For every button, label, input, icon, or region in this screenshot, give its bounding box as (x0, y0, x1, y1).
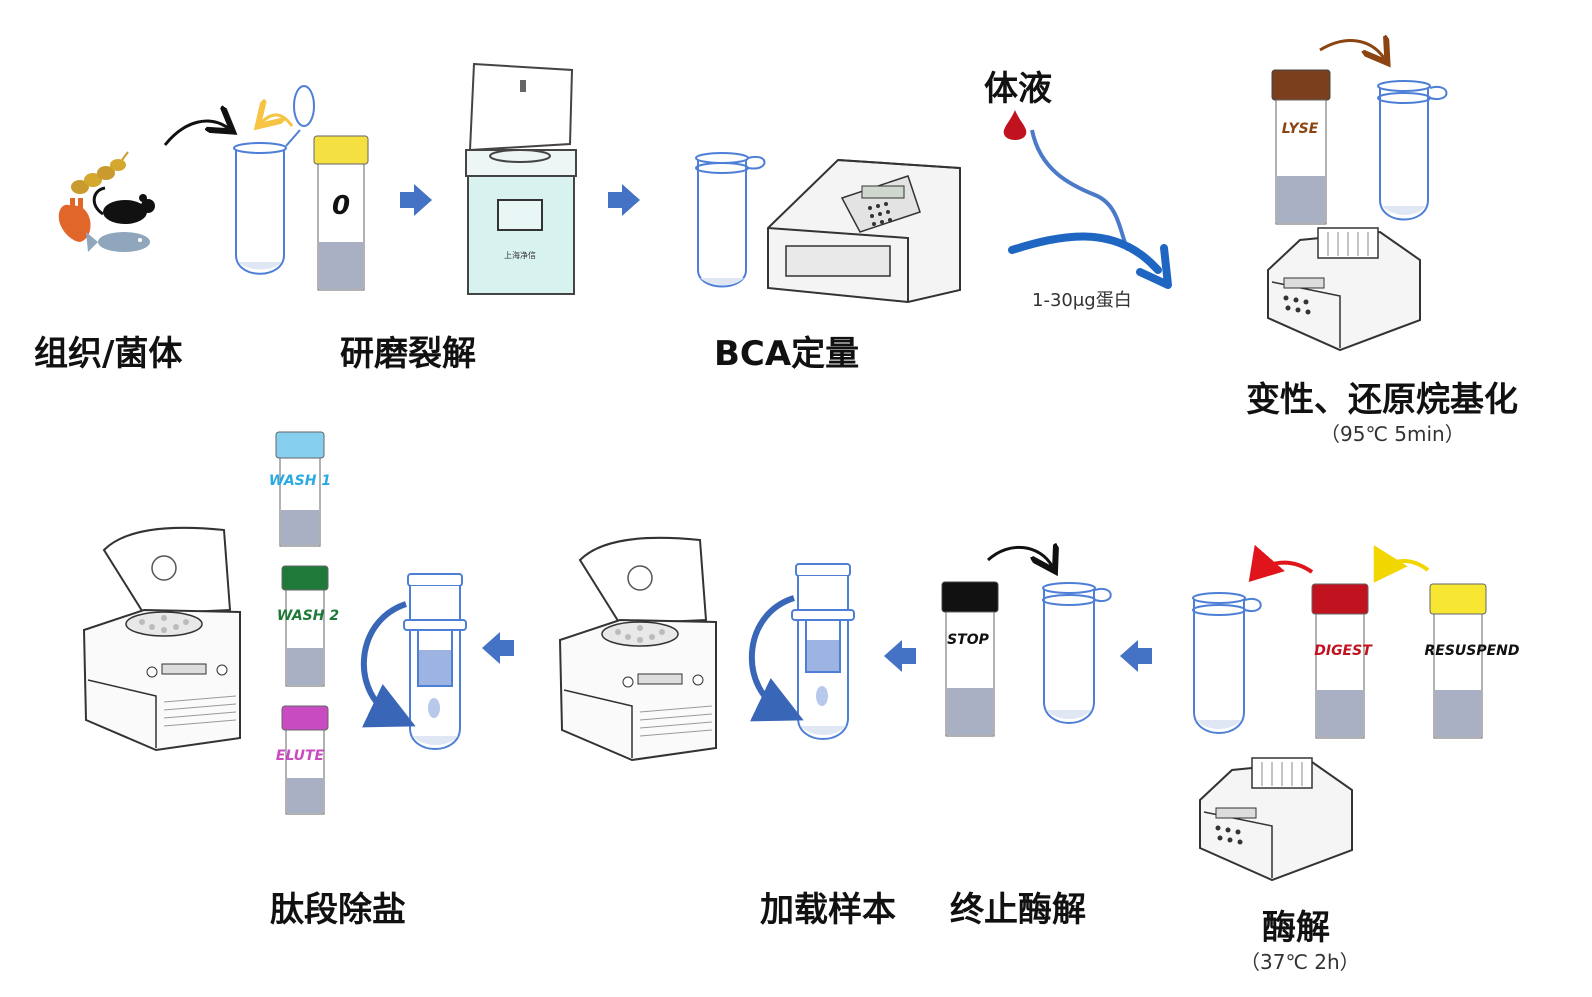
grinder-icon: 上海净信 (465, 62, 577, 295)
tube-label-lyse: LYSE (1282, 121, 1319, 137)
fish-icon (86, 232, 150, 252)
heart-icon (58, 198, 91, 242)
tube-label-resuspend: RESUSPEND (1424, 643, 1519, 659)
organism-icons (58, 151, 155, 252)
step-cond-denature: （95℃ 5min） (1320, 422, 1465, 446)
tube-zero: 0 (313, 135, 369, 291)
centrifuge-icon (82, 526, 241, 752)
tube-label-zero: 0 (332, 191, 350, 221)
tube-elute: ELUTE (276, 705, 329, 815)
flow-arrow (482, 632, 514, 664)
body-fluid-label: 体液 (984, 69, 1052, 109)
svg-text:上海净信: 上海净信 (504, 250, 536, 260)
empty-tube-icon (1192, 592, 1262, 734)
tube-label-digest: DIGEST (1314, 643, 1373, 659)
step-label-denature: 变性、还原烷基化 (1246, 380, 1518, 420)
step-label-bca: BCA定量 (714, 334, 860, 374)
transfer-arrow (986, 547, 1052, 566)
tube-resuspend: RESUSPEND (1424, 583, 1520, 739)
thermomixer-icon (1267, 227, 1421, 352)
step-label-grinding: 研磨裂解 (340, 334, 476, 374)
empty-tube-icon (1377, 80, 1448, 221)
tube-wash1: WASH 1 (269, 431, 331, 547)
flow-arrow (1120, 640, 1152, 672)
tube-label-elute: ELUTE (276, 748, 325, 764)
step-label-stop: 终止酶解 (950, 890, 1086, 930)
tube-digest: DIGEST (1311, 583, 1373, 739)
step-label-desalt: 肽段除盐 (270, 890, 406, 930)
transfer-arrow (163, 121, 228, 146)
spectrophotometer-icon (767, 158, 961, 304)
open-tube-icon (233, 85, 315, 275)
tube-wash2: WASH 2 (277, 565, 339, 687)
tube-stop: STOP (941, 581, 999, 737)
tube-label-wash2: WASH 2 (277, 608, 339, 624)
step-label-digest: 酶解 (1262, 908, 1330, 948)
step-cond-digest: （37℃ 2h） (1240, 950, 1360, 974)
empty-tube-icon (1042, 582, 1112, 724)
mouse-icon (92, 186, 155, 224)
tube-label-stop: STOP (947, 632, 990, 648)
flow-arrow (884, 640, 916, 672)
empty-tube-icon (695, 152, 766, 288)
tube-label-wash1: WASH 1 (269, 473, 331, 489)
transfer-arrow (1319, 41, 1384, 58)
blood-drop-icon (1003, 110, 1027, 140)
thermomixer-icon (1199, 757, 1353, 882)
tube-lyse: LYSE (1271, 69, 1331, 225)
caterpillar-icon (71, 151, 129, 194)
step-label-tissue: 组织/菌体 (34, 334, 183, 374)
transfer-arrow (1248, 544, 1314, 583)
spin-column-icon (749, 563, 855, 740)
step-label-load: 加载样本 (760, 890, 896, 930)
protein-arrow (1008, 232, 1162, 274)
transfer-arrow (1373, 545, 1430, 583)
protein-amount-label: 1-30μg蛋白 (1032, 290, 1132, 311)
centrifuge-icon (558, 536, 717, 762)
flow-arrow (400, 184, 432, 216)
flow-curve (1030, 129, 1130, 251)
flow-arrow (608, 184, 640, 216)
spin-column-icon (361, 573, 467, 750)
